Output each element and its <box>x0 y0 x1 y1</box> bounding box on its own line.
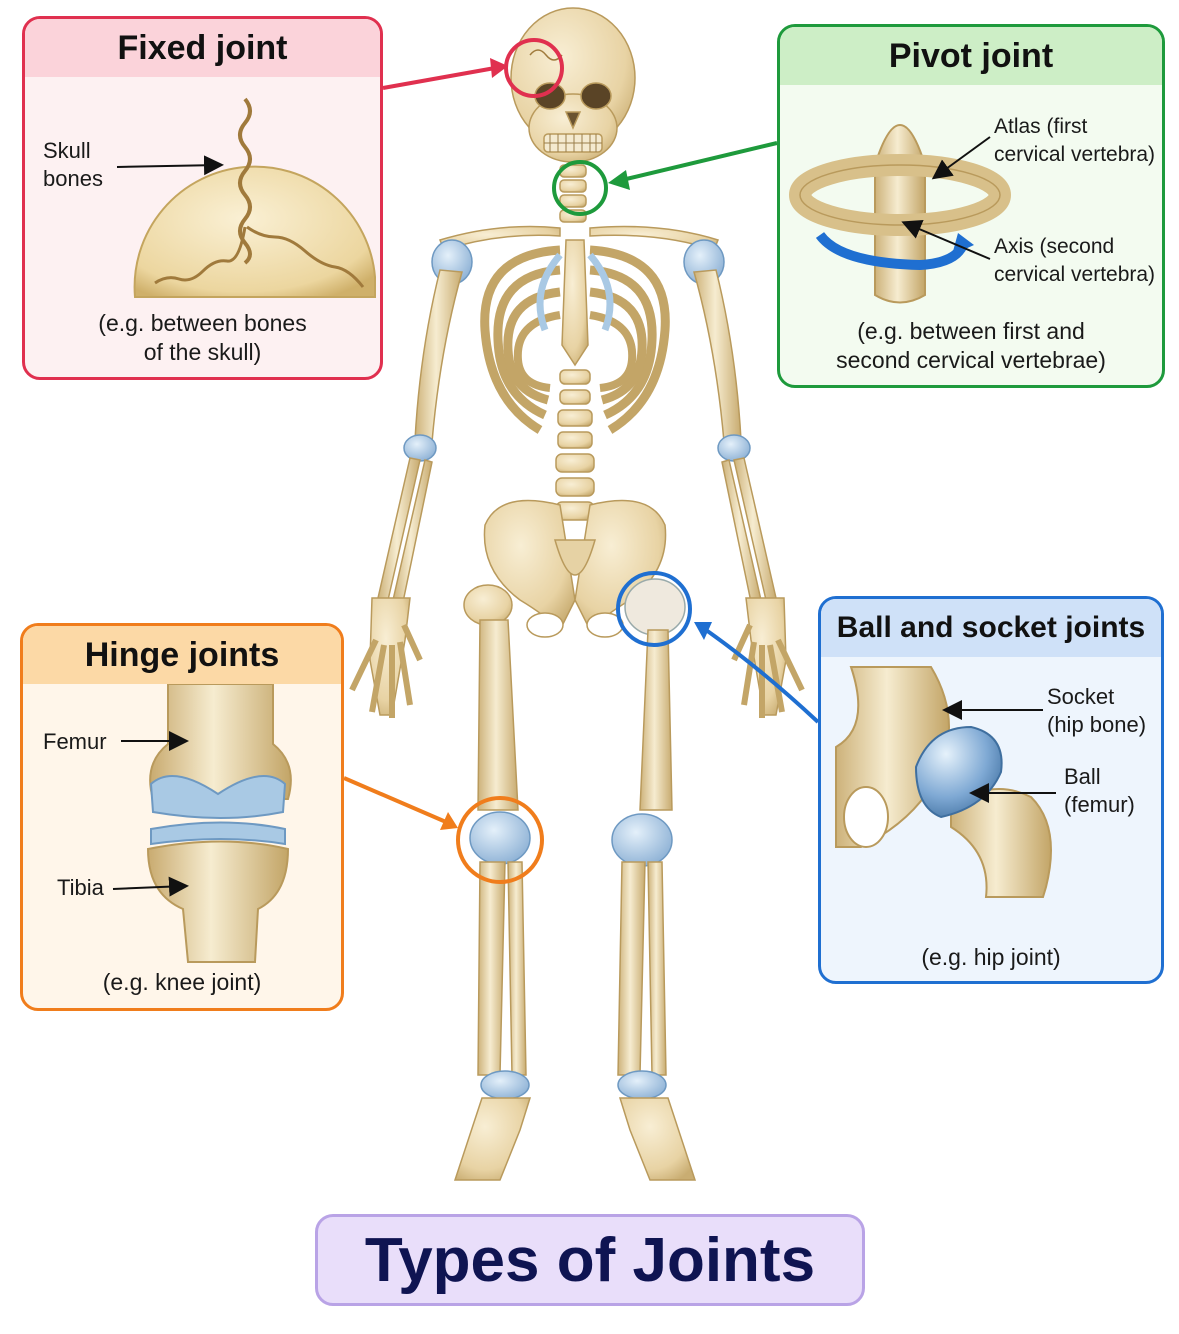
sternum <box>561 239 589 367</box>
axis-label-line2: cervical vertebra) <box>994 263 1156 286</box>
socket-label-line2: (hip bone) <box>1047 712 1147 737</box>
fixed-joint-arrow <box>382 66 496 90</box>
pivot-joint-heading: Pivot joint <box>780 27 1162 85</box>
hinge-joint-caption: (e.g. knee joint) <box>102 969 262 995</box>
fixed-joint-caption-line2: of the skull) <box>143 339 262 365</box>
ball-joint-caption: (e.g. hip joint) <box>921 944 1061 970</box>
atlas-label-line1: Atlas (first <box>994 115 1088 138</box>
skull-bones-label-line1: Skull <box>43 138 91 163</box>
ball-joint-heading: Ball and socket joints <box>821 599 1161 657</box>
pelvis <box>483 499 667 638</box>
fixed-joint-card: Fixed joint Skull bones (e.g. between bo… <box>22 16 383 380</box>
spine <box>555 369 595 521</box>
fixed-joint-heading: Fixed joint <box>25 19 380 77</box>
pivot-joint-card: Pivot joint Atlas (first cervical verteb… <box>777 24 1165 388</box>
hinge-joint-illustration <box>112 683 292 963</box>
fixed-joint-circle <box>504 38 564 98</box>
skull <box>510 7 636 163</box>
pivot-joint-caption-line1: (e.g. between first and <box>857 318 1085 344</box>
ball-joint-arrow <box>704 628 820 724</box>
pivot-joint-arrow <box>621 141 778 182</box>
hinge-joint-arrow <box>343 776 447 824</box>
tibia-label: Tibia <box>57 875 104 900</box>
axis-label-line1: Axis (second <box>994 235 1115 258</box>
socket-label-line1: Socket <box>1047 684 1115 709</box>
hinge-joint-heading: Hinge joints <box>23 626 341 684</box>
skull-bones-pointer <box>116 155 224 176</box>
hinge-joint-circle <box>456 796 544 884</box>
ball-label-line2: (femur) <box>1064 792 1135 817</box>
callouts <box>343 38 820 884</box>
fixed-joint-caption-line1: (e.g. between bones <box>98 310 307 336</box>
ball-label-line1: Ball <box>1064 764 1101 789</box>
pivot-joint-circle <box>552 160 608 216</box>
hinge-joint-card: Hinge joints Femur Tibia (e.g. knee join… <box>20 623 344 1011</box>
legs <box>453 578 697 1181</box>
ball-joint-circle <box>616 571 692 647</box>
fixed-joint-illustration <box>133 97 376 298</box>
skeleton <box>349 7 805 1181</box>
femur-label: Femur <box>43 729 107 754</box>
page-title: Types of Joints <box>315 1214 865 1306</box>
ball-joint-card: Ball and socket joints Socket (hip bone)… <box>818 596 1164 984</box>
ball-joint-illustration <box>835 666 1056 898</box>
rib-cage <box>480 245 670 434</box>
pivot-joint-illustration <box>789 124 1011 304</box>
skull-bones-label-line2: bones <box>43 166 103 191</box>
pivot-joint-caption-line2: second cervical vertebrae) <box>836 347 1106 373</box>
atlas-label-line2: cervical vertebra) <box>994 143 1156 166</box>
